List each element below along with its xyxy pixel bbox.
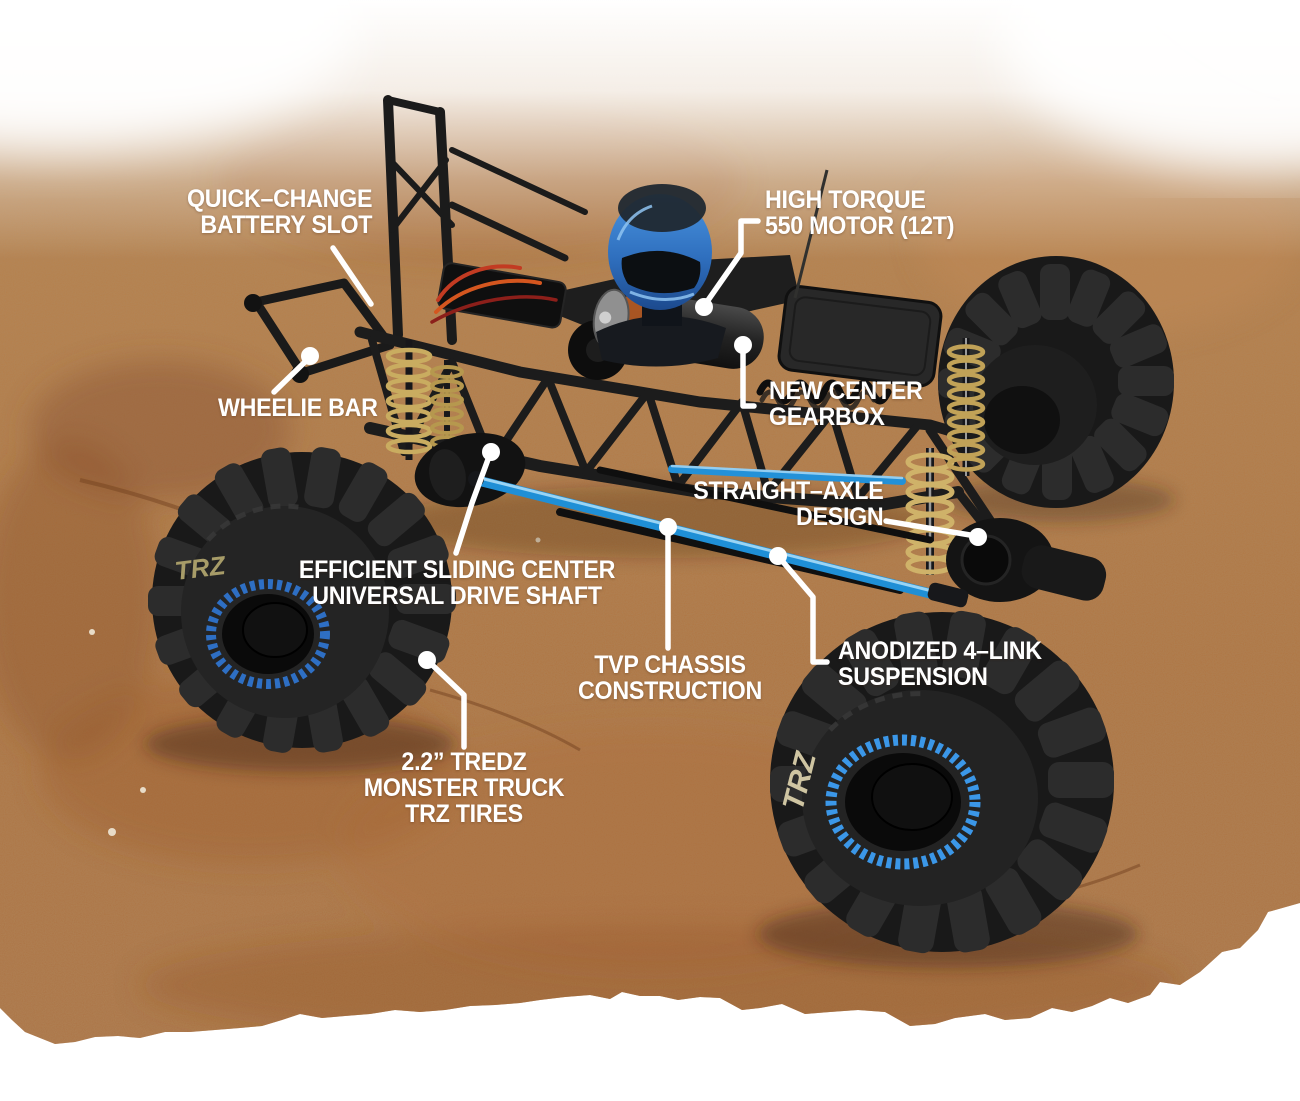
- label-straight-axle-design: STRAIGHT–AXLE DESIGN: [692, 477, 883, 531]
- callout-line-tredz: [424, 657, 467, 750]
- antenna: [793, 169, 829, 299]
- driver-figure: [596, 184, 726, 367]
- label-tredz-monster-truck-trz-tires: 2.2” TREDZ MONSTER TRUCK TRZ TIRES: [363, 748, 565, 828]
- monster-truck: TRZ: [148, 95, 1174, 955]
- callout-line-driveshaft: [453, 451, 493, 556]
- callout-dots: [301, 298, 987, 669]
- label-quick-change-battery-slot: QUICK–CHANGE BATTERY SLOT: [186, 185, 373, 239]
- label-new-center-gearbox: NEW CENTER GEARBOX: [769, 377, 923, 431]
- callout-line-quick-change: [330, 245, 374, 307]
- callout-line-high-torque: [701, 218, 761, 309]
- blue-bead-ring-right: [825, 734, 981, 870]
- battery-slot: [437, 262, 567, 329]
- callout-line-gearbox: [740, 343, 757, 409]
- receiver-box: [777, 285, 943, 388]
- callout-line-wheelie-bar: [271, 355, 312, 395]
- wires: [430, 264, 558, 324]
- label-wheelie-bar: WHEELIE BAR: [218, 394, 378, 422]
- callout-line-anodized: [775, 553, 830, 665]
- suspension-links-dark: [556, 466, 934, 594]
- label-anodized-4-link-suspension: ANODIZED 4–LINK SUSPENSION: [838, 637, 1042, 691]
- rear-left-tire: TRZ: [148, 445, 456, 755]
- helmet-visor: [621, 250, 701, 294]
- coiled-wire: [756, 379, 892, 411]
- label-tvp-chassis-construction: TVP CHASSIS CONSTRUCTION: [578, 651, 762, 705]
- blue-4link-rod: [668, 464, 906, 485]
- label-high-torque-550-motor: HIGH TORQUE 550 MOTOR (12T): [765, 186, 955, 240]
- blue-driveshaft: [468, 471, 969, 608]
- callout-line-straight-axle: [883, 518, 979, 539]
- rear-right-tire: [938, 256, 1174, 508]
- label-efficient-sliding-center-universal-drive-shaft: EFFICIENT SLIDING CENTER UNIVERSAL DRIVE…: [298, 556, 616, 610]
- tire-logo-left: TRZ: [173, 550, 228, 586]
- blue-bead-ring-left: [206, 579, 330, 689]
- front-right-tire: TRZ: [770, 609, 1114, 955]
